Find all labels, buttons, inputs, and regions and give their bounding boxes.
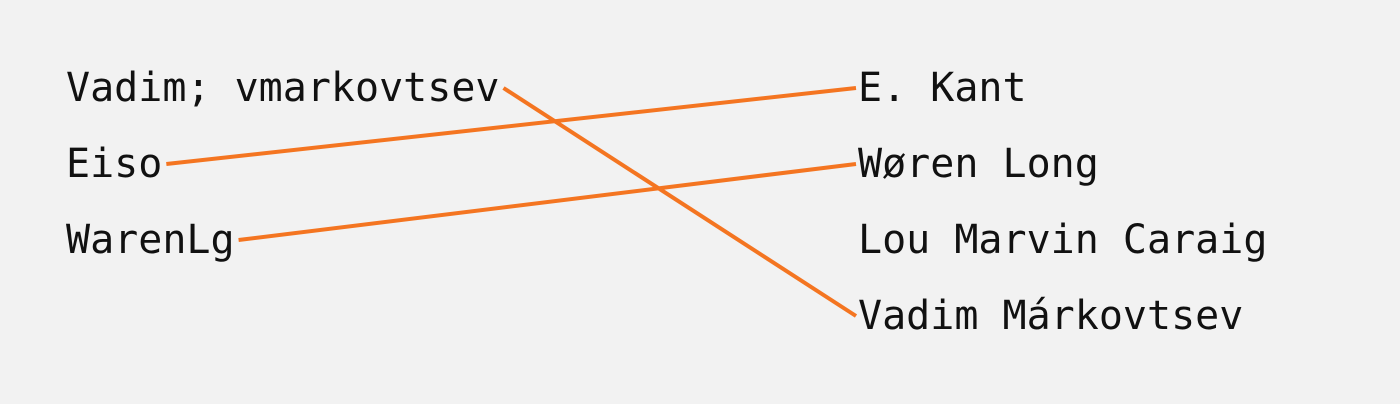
- right-name-vadim-markovtsev: Vadim Márkovtsev: [858, 293, 1243, 339]
- left-name-warenlg: WarenLg: [66, 217, 235, 263]
- link-eiso-to-e-kant: [166, 86, 857, 166]
- right-name-e-kant: E. Kant: [858, 65, 1027, 111]
- left-name-eiso: Eiso: [66, 141, 162, 187]
- links-layer: [166, 86, 858, 318]
- right-name-woren-long: Wøren Long: [858, 141, 1099, 187]
- right-column: E. Kant Wøren Long Lou Marvin Caraig Vad…: [858, 65, 1267, 339]
- left-name-vadim-vmarkovtsev: Vadim; vmarkovtsev: [66, 65, 499, 111]
- left-column: Vadim; vmarkovtsev Eiso WarenLg: [66, 65, 499, 263]
- link-warenlg-to-woren-long: [238, 162, 857, 242]
- link-vadim-vmarkovtsev-to-vadim-markovtsev: [502, 86, 858, 318]
- right-name-lou-marvin-caraig: Lou Marvin Caraig: [858, 217, 1267, 263]
